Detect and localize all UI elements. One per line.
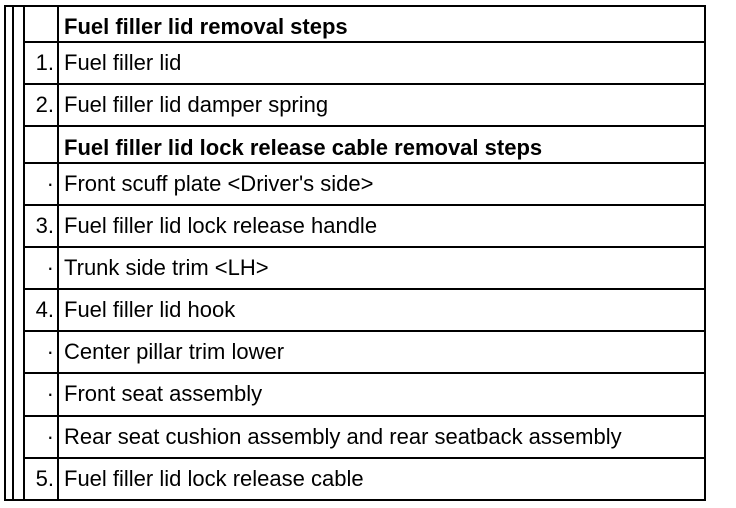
rule-column — [12, 42, 25, 85]
step-text: Rear seat cushion assembly and rear seat… — [57, 414, 706, 459]
table-row: 3. Fuel filler lid lock release handle — [4, 203, 706, 248]
step-text: Front seat assembly — [57, 372, 706, 417]
rule-column — [12, 246, 25, 290]
rule-column — [12, 457, 25, 502]
removal-steps-body: Fuel filler lid removal steps 1. Fuel fi… — [4, 4, 706, 502]
table-row: · Center pillar trim lower — [4, 330, 706, 375]
rule-column — [12, 162, 25, 205]
rule-column — [12, 331, 25, 374]
step-text: Fuel filler lid — [57, 41, 706, 86]
step-number: 5. — [23, 456, 59, 502]
step-text: Center pillar trim lower — [57, 330, 706, 375]
step-text: Trunk side trim <LH> — [57, 245, 706, 291]
table-row: 4. Fuel filler lid hook — [4, 288, 706, 333]
rule-column — [4, 84, 14, 127]
rule-column — [12, 84, 25, 127]
step-text: Fuel filler lid lock release handle — [57, 203, 706, 248]
rule-column — [4, 126, 14, 163]
table-row: · Trunk side trim <LH> — [4, 245, 706, 291]
rule-column — [4, 42, 14, 85]
rule-column — [4, 415, 14, 458]
table-row: · Front seat assembly — [4, 372, 706, 417]
table-row: 5. Fuel filler lid lock release cable — [4, 456, 706, 502]
step-number — [23, 125, 59, 164]
step-bullet: · — [23, 372, 59, 417]
table-row: · Rear seat cushion assembly and rear se… — [4, 414, 706, 459]
step-bullet: · — [23, 330, 59, 375]
step-text: Fuel filler lid hook — [57, 288, 706, 333]
rule-column — [4, 4, 14, 43]
table-row: 1. Fuel filler lid — [4, 41, 706, 86]
step-bullet: · — [23, 161, 59, 206]
step-text: Fuel filler lid damper spring — [57, 83, 706, 128]
rule-column — [4, 289, 14, 332]
rule-column — [4, 246, 14, 290]
step-number: 2. — [23, 83, 59, 128]
rule-column — [12, 126, 25, 163]
table-row: · Front scuff plate <Driver's side> — [4, 161, 706, 206]
step-bullet: · — [23, 245, 59, 291]
rule-column — [4, 331, 14, 374]
step-number: 3. — [23, 203, 59, 248]
rule-column — [12, 373, 25, 416]
rule-column — [12, 204, 25, 247]
step-number: 4. — [23, 288, 59, 333]
step-number: 1. — [23, 41, 59, 86]
rule-column — [4, 373, 14, 416]
rule-column — [12, 415, 25, 458]
table-row: 2. Fuel filler lid damper spring — [4, 83, 706, 128]
rule-column — [12, 4, 25, 43]
step-text: Front scuff plate <Driver's side> — [57, 161, 706, 206]
rule-column — [4, 162, 14, 205]
step-bullet: · — [23, 414, 59, 459]
step-number — [23, 4, 59, 44]
table-row: Fuel filler lid lock release cable remov… — [4, 125, 706, 164]
section-heading: Fuel filler lid removal steps — [57, 4, 706, 44]
rule-column — [12, 289, 25, 332]
step-text: Fuel filler lid lock release cable — [57, 456, 706, 502]
table-row: Fuel filler lid removal steps — [4, 4, 706, 44]
removal-steps-table: Fuel filler lid removal steps 1. Fuel fi… — [4, 4, 706, 502]
rule-column — [4, 204, 14, 247]
section-heading: Fuel filler lid lock release cable remov… — [57, 125, 706, 164]
rule-column — [4, 457, 14, 502]
